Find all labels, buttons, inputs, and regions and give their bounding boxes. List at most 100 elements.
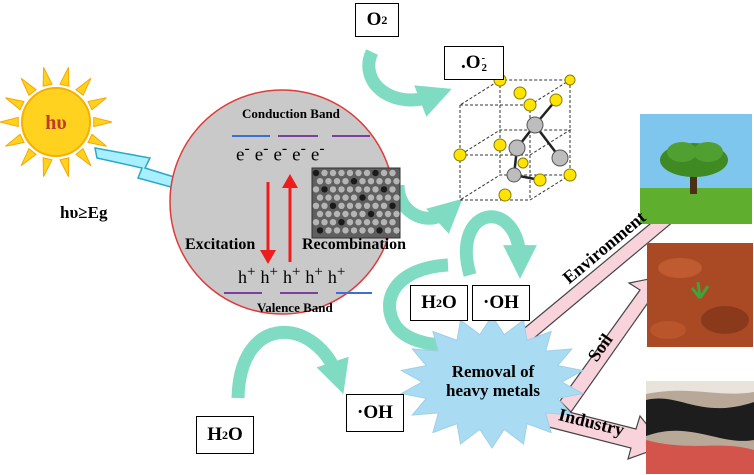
hole: h+: [327, 264, 346, 287]
sun-body: [21, 87, 91, 157]
tem-particle: [338, 219, 345, 226]
sun-ray: [5, 97, 25, 111]
tem-particle: [321, 202, 328, 209]
particle-to-crystal-arrow: [391, 184, 463, 234]
excitation-label: Excitation: [185, 236, 256, 253]
tem-particle: [393, 194, 400, 201]
electron: e-: [292, 140, 306, 166]
tem-particle: [312, 169, 320, 177]
tem-particle: [312, 219, 320, 226]
tem-particle: [342, 227, 349, 234]
tem-particle: [329, 219, 337, 226]
electrons-row: e- e- e- e- e-: [236, 140, 325, 166]
tem-particle: [333, 210, 341, 218]
tem-particle: [359, 194, 366, 201]
tem-particle: [325, 178, 332, 185]
tem-particle: [384, 178, 392, 185]
tem-particle: [342, 194, 349, 201]
tem-particle: [376, 178, 383, 185]
tem-particle: [321, 169, 328, 177]
tem-particle: [367, 227, 375, 234]
valence-to-oh-arrow: [231, 326, 349, 399]
tem-particle: [350, 210, 358, 218]
tem-particle: [367, 194, 375, 201]
environment-tree-image: [640, 114, 752, 224]
tem-particle: [363, 169, 371, 177]
hole: h+: [282, 264, 301, 287]
tem-particle: [316, 227, 324, 234]
tem-particle: [389, 219, 396, 226]
sun-ray: [5, 133, 25, 147]
tem-particle: [312, 186, 320, 193]
holes-row: h+ h+ h+ h+ h+: [238, 264, 345, 288]
tem-particle: [389, 169, 396, 177]
sun-ray: [20, 147, 37, 167]
tem-particle: [384, 194, 392, 201]
tem-particle: [325, 210, 332, 218]
excitation-arrow: [260, 182, 276, 264]
tem-particle: [380, 186, 388, 193]
hole: h+: [305, 264, 323, 287]
tem-particle: [380, 169, 388, 177]
tem-particle: [333, 178, 341, 185]
sun-ray: [59, 157, 70, 177]
to-removal-arrow: [383, 258, 449, 352]
tem-particle: [321, 186, 328, 193]
tem-particle: [346, 169, 354, 177]
tem-particle: [329, 186, 337, 193]
sun-ray: [0, 116, 19, 128]
tem-particle: [372, 202, 379, 209]
recombination-arrow: [282, 174, 298, 262]
tem-particle: [367, 210, 375, 218]
tem-particle: [359, 227, 366, 234]
tem-particle: [346, 202, 354, 209]
sun-ray: [75, 77, 92, 97]
tem-particle: [316, 194, 324, 201]
hydroxyl-box-bottom: ·OH: [346, 394, 404, 432]
tem-particle: [359, 210, 366, 218]
tem-particle: [342, 210, 349, 218]
tem-particle: [312, 202, 320, 209]
tem-particle: [346, 186, 354, 193]
soil-image: [647, 243, 753, 347]
tem-particle: [342, 178, 349, 185]
sun-ray: [42, 157, 53, 177]
sun-ray: [42, 67, 53, 87]
tem-particle: [338, 202, 345, 209]
tem-particle: [384, 227, 392, 234]
energy-condition-label: hυ≥Eg: [60, 203, 108, 222]
tem-particle: [350, 178, 358, 185]
hydroxyl-loop-arrow: [459, 210, 537, 279]
tem-particle: [355, 169, 362, 177]
sun-ray: [87, 97, 107, 111]
removal-label: Removal of heavy metals: [446, 362, 540, 400]
tem-particle: [346, 219, 354, 226]
electron: e-: [236, 140, 250, 166]
tem-particle: [338, 169, 345, 177]
electron: e-: [254, 140, 269, 166]
tem-particle: [316, 210, 324, 218]
valence-band-label: Valence Band: [257, 300, 333, 315]
tem-particle: [333, 227, 341, 234]
tem-particle: [363, 202, 371, 209]
tem-particle: [372, 219, 379, 226]
tem-particle: [393, 227, 400, 234]
tem-particle: [372, 186, 379, 193]
tem-image-inset: [311, 167, 401, 239]
conduction-band-label: Conduction Band: [242, 106, 340, 121]
recombination-label: Recombination: [302, 236, 406, 253]
removal-burst: [399, 315, 585, 449]
hydroxyl-box-top: ·OH: [472, 285, 530, 321]
tem-particle: [384, 210, 392, 218]
sun-icon: hυ: [0, 67, 113, 177]
sun-ray: [20, 77, 37, 97]
tem-particle: [325, 227, 332, 234]
tem-particle: [333, 194, 341, 201]
tem-particle: [393, 210, 400, 218]
hole: h+: [260, 264, 278, 287]
sun-rays: [0, 67, 113, 177]
tem-particle: [380, 202, 388, 209]
